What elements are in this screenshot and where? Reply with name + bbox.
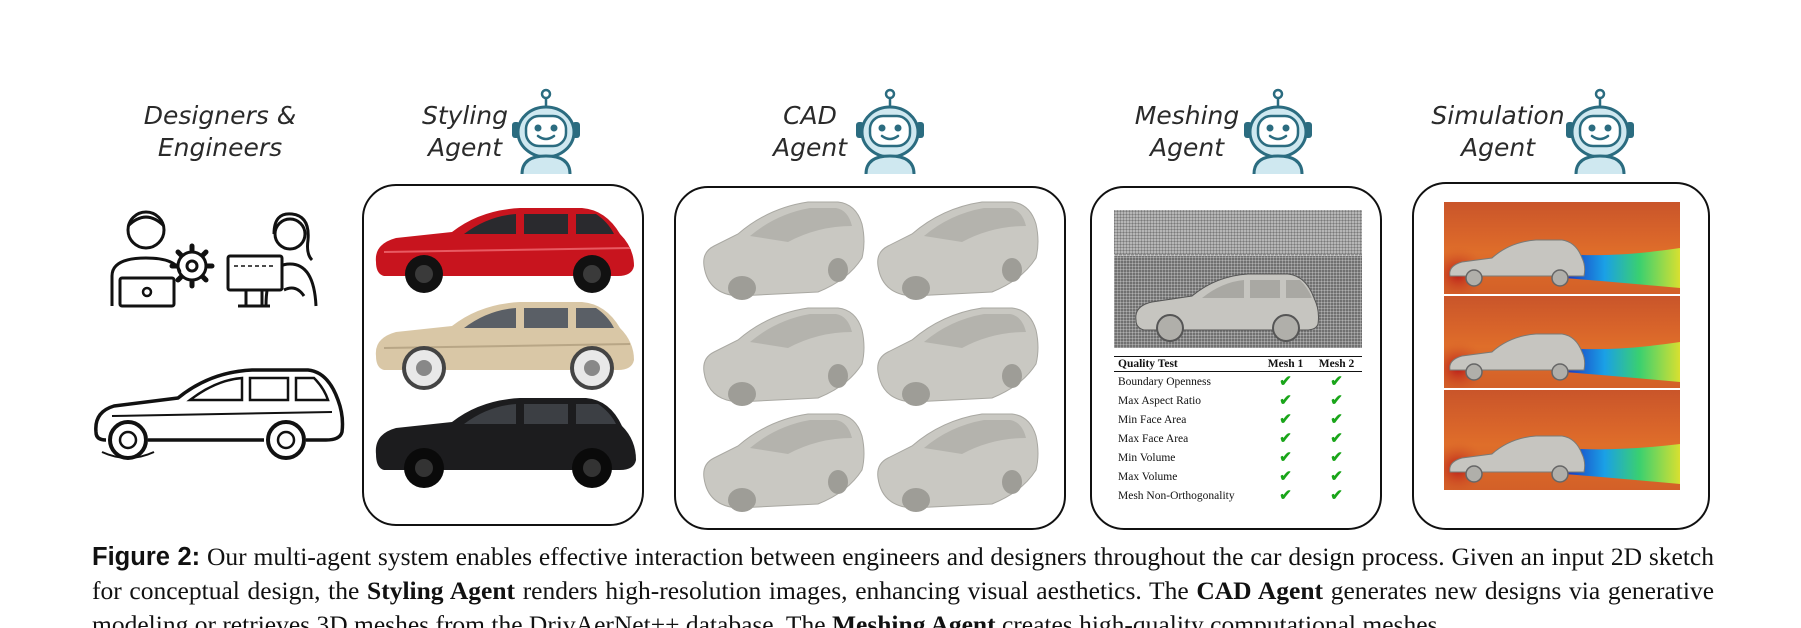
table-row: Mesh Non-Orthogonality ✔ ✔ bbox=[1114, 486, 1362, 505]
designer-at-computer-icon bbox=[226, 212, 318, 308]
caption-styling-agent: Styling Agent bbox=[367, 576, 515, 605]
column-header-quality-test: Quality Test bbox=[1114, 356, 1261, 372]
cad-car-mesh bbox=[877, 307, 1039, 406]
designers-engineers-title: Designers & Engineers bbox=[120, 100, 320, 164]
quality-test-name: Min Volume bbox=[1118, 451, 1176, 464]
quality-test-name: Max Aspect Ratio bbox=[1118, 394, 1202, 407]
table-row: Boundary Openness ✔ ✔ bbox=[1114, 372, 1362, 392]
styling-title-line1: Styling bbox=[421, 101, 509, 130]
cad-title-line2: Agent bbox=[773, 133, 847, 162]
cad-car-mesh bbox=[877, 413, 1039, 512]
robot-agent-icon bbox=[856, 88, 924, 175]
check-icon: ✔ bbox=[1279, 488, 1292, 504]
styling-title-line2: Agent bbox=[428, 133, 502, 162]
meshing-title-line1: Meshing bbox=[1134, 101, 1240, 130]
meshed-car bbox=[1135, 273, 1319, 342]
check-icon: ✔ bbox=[1279, 431, 1292, 447]
simulation-agent-title: Simulation Agent bbox=[1428, 100, 1568, 164]
styled-car-red bbox=[375, 208, 634, 293]
meshing-agent-title: Meshing Agent bbox=[1126, 100, 1248, 164]
cad-agent-panel bbox=[674, 186, 1066, 530]
check-icon: ✔ bbox=[1330, 374, 1343, 390]
check-icon: ✔ bbox=[1279, 374, 1292, 390]
figure-caption: Figure 2: Our multi-agent system enables… bbox=[92, 540, 1714, 628]
engineer-with-gear-icon bbox=[110, 210, 215, 308]
designers-title-line1: Designers & bbox=[143, 101, 297, 130]
figure-label: Figure 2: bbox=[92, 543, 201, 571]
table-row: Max Volume ✔ ✔ bbox=[1114, 467, 1362, 486]
check-icon: ✔ bbox=[1330, 412, 1343, 428]
cad-agent-title: CAD Agent bbox=[760, 100, 860, 164]
cad-car-mesh bbox=[877, 201, 1039, 300]
quality-test-name: Boundary Openness bbox=[1118, 375, 1211, 388]
caption-cad-agent: CAD Agent bbox=[1196, 576, 1324, 605]
caption-text: generates new designs via generative mod… bbox=[92, 576, 1715, 628]
quality-test-name: Max Face Area bbox=[1118, 432, 1189, 445]
column-header-mesh-1: Mesh 1 bbox=[1260, 356, 1312, 372]
table-row: Min Face Area ✔ ✔ bbox=[1114, 410, 1362, 429]
styling-agent-panel bbox=[362, 184, 644, 526]
cfd-flow-field bbox=[1444, 390, 1680, 490]
table-row: Max Face Area ✔ ✔ bbox=[1114, 429, 1362, 448]
check-icon: ✔ bbox=[1330, 469, 1343, 485]
quality-test-name: Min Face Area bbox=[1118, 413, 1187, 426]
check-icon: ✔ bbox=[1330, 450, 1343, 466]
mesh-quality-table: Quality Test Mesh 1 Mesh 2 Boundary Open… bbox=[1114, 356, 1362, 505]
simulation-agent-panel bbox=[1412, 182, 1710, 530]
designers-title-line2: Engineers bbox=[157, 133, 283, 162]
check-icon: ✔ bbox=[1279, 450, 1292, 466]
car-sketch bbox=[94, 368, 345, 460]
column-header-mesh-2: Mesh 2 bbox=[1311, 356, 1362, 372]
check-icon: ✔ bbox=[1279, 469, 1292, 485]
cad-car-mesh bbox=[703, 201, 865, 300]
simulation-title-line1: Simulation bbox=[1431, 101, 1565, 130]
caption-text: creates high-quality computational meshe… bbox=[1001, 610, 1438, 628]
quality-test-name: Mesh Non-Orthogonality bbox=[1118, 489, 1235, 502]
simulation-title-line2: Agent bbox=[1461, 133, 1535, 162]
cad-car-mesh bbox=[703, 307, 865, 406]
cfd-flow-field bbox=[1444, 202, 1680, 294]
check-icon: ✔ bbox=[1279, 412, 1292, 428]
caption-text: renders high-resolution images, enhancin… bbox=[522, 576, 1189, 605]
check-icon: ✔ bbox=[1330, 488, 1343, 504]
mesh-visualization bbox=[1114, 210, 1362, 348]
quality-test-name: Max Volume bbox=[1118, 470, 1178, 483]
table-header-row: Quality Test Mesh 1 Mesh 2 bbox=[1114, 356, 1362, 372]
caption-meshing-agent: Meshing Agent bbox=[831, 610, 996, 628]
robot-agent-icon bbox=[1566, 88, 1634, 175]
styled-car-black bbox=[375, 398, 636, 488]
table-row: Max Aspect Ratio ✔ ✔ bbox=[1114, 391, 1362, 410]
caption-text: Our multi-agent system enables effective… bbox=[92, 542, 1714, 605]
styled-car-cream bbox=[375, 302, 634, 390]
check-icon: ✔ bbox=[1330, 431, 1343, 447]
cad-title-line1: CAD bbox=[783, 101, 837, 130]
styling-agent-title: Styling Agent bbox=[410, 100, 520, 164]
table-row: Min Volume ✔ ✔ bbox=[1114, 448, 1362, 467]
meshing-title-line2: Agent bbox=[1150, 133, 1224, 162]
check-icon: ✔ bbox=[1330, 393, 1343, 409]
robot-agent-icon bbox=[1244, 88, 1312, 175]
cad-car-mesh bbox=[703, 413, 865, 512]
check-icon: ✔ bbox=[1279, 393, 1292, 409]
meshing-agent-panel: Quality Test Mesh 1 Mesh 2 Boundary Open… bbox=[1090, 186, 1382, 530]
cfd-flow-field bbox=[1444, 296, 1680, 388]
robot-agent-icon bbox=[512, 88, 580, 175]
